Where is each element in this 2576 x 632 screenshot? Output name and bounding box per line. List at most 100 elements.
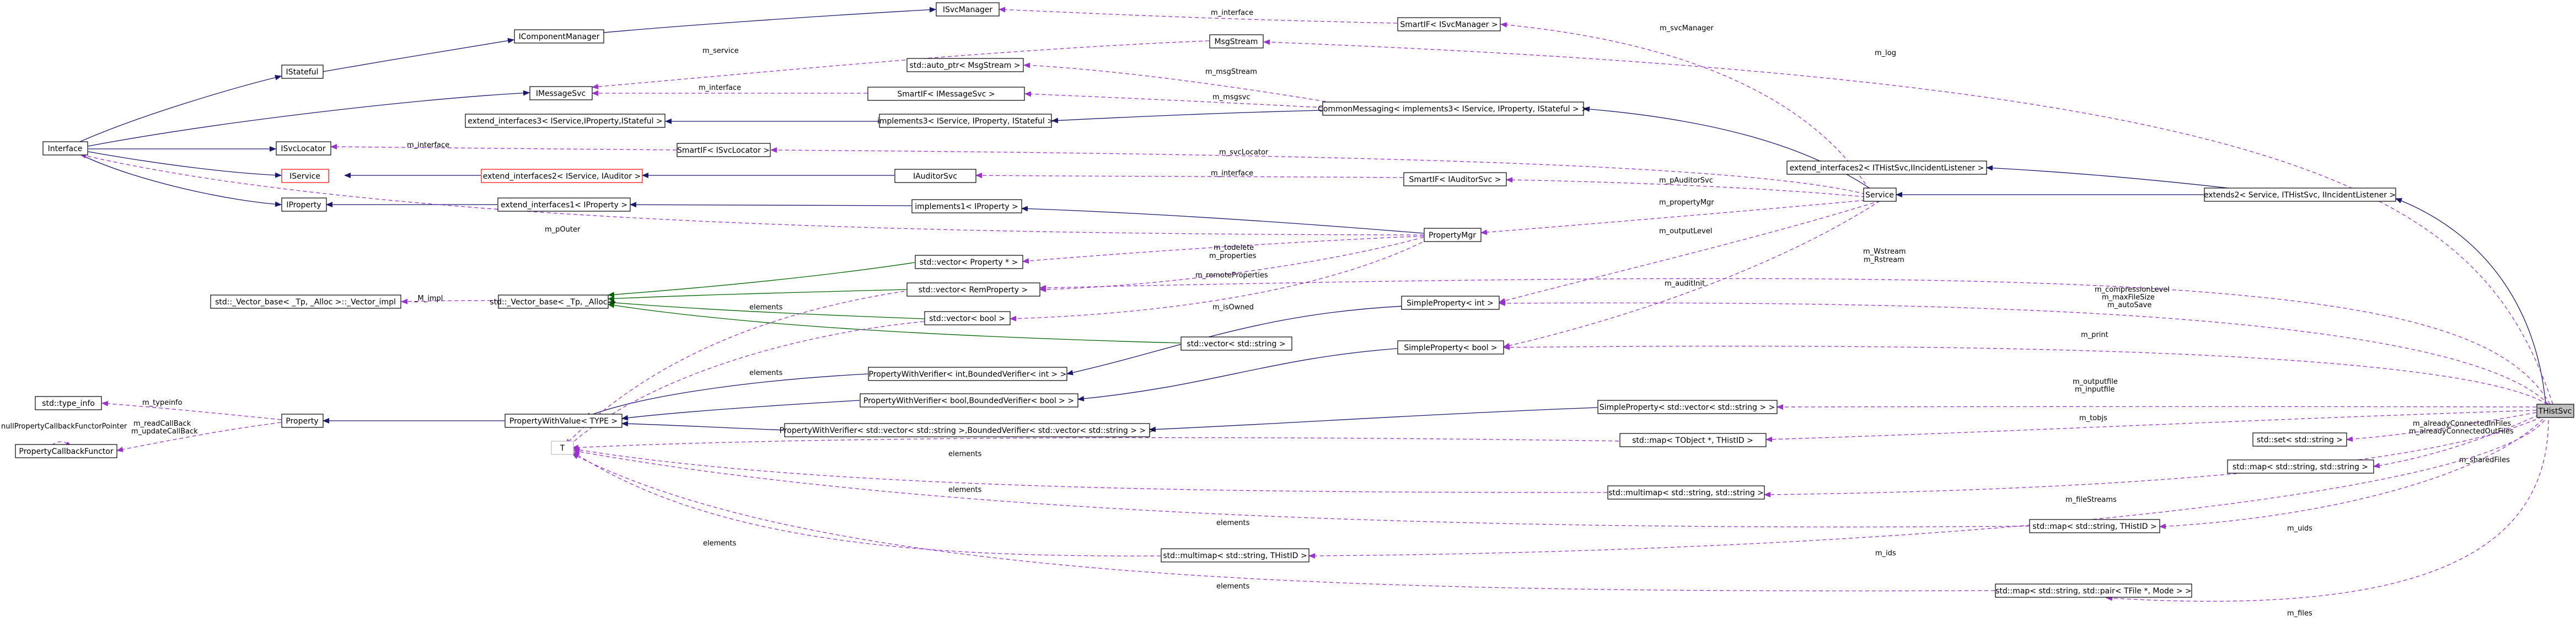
node-multimap-string-histid[interactable]: std::multimap< std::string, THistID > xyxy=(1161,548,1310,563)
label-m-typeinfo: m_typeinfo xyxy=(142,399,183,407)
svg-text:THistSvc: THistSvc xyxy=(2538,407,2572,416)
node-iservice[interactable]: IService xyxy=(281,169,329,183)
node-interface[interactable]: Interface xyxy=(42,141,88,156)
svg-text:SmartIF< ISvcManager >: SmartIF< ISvcManager > xyxy=(1400,20,1498,29)
svg-text:std::_Vector_base< _Tp, _Alloc: std::_Vector_base< _Tp, _Alloc >::_Vecto… xyxy=(215,298,396,307)
edge-icomponentmanager-isvcmanager xyxy=(562,7,936,37)
node-extends2[interactable]: extends2< Service, ITHistSvc, IIncidentL… xyxy=(2204,188,2396,202)
label-m-filestreams: m_fileStreams xyxy=(2065,496,2117,504)
edge-simpleint-pwvint xyxy=(1066,304,1434,376)
svg-text:SimpleProperty< int >: SimpleProperty< int > xyxy=(1407,299,1494,308)
node-propertycallbackfunctor[interactable]: PropertyCallbackFunctor xyxy=(15,444,117,458)
node-vector-bool[interactable]: std::vector< bool > xyxy=(924,311,1011,325)
edge-usage-m-pouter xyxy=(79,153,1424,235)
node-vector-base[interactable]: std::_Vector_base< _Tp, _Alloc > xyxy=(490,294,616,309)
svg-text:SmartIF< ISvcLocator >: SmartIF< ISvcLocator > xyxy=(677,146,770,155)
edge-usage-m-pauditorsvc xyxy=(1506,177,1872,198)
node-implements1-iproperty[interactable]: implements1< IProperty > xyxy=(911,199,1022,213)
node-extend-interfaces3[interactable]: extend_interfaces3< IService,IProperty,I… xyxy=(465,114,666,128)
svg-text:std::map< std::string, std::st: std::map< std::string, std::string > xyxy=(2232,463,2368,472)
node-simpleproperty-vecstring[interactable]: SimpleProperty< std::vector< std::string… xyxy=(1597,400,1778,414)
edge-istateful-icomponentmanager xyxy=(322,38,514,72)
edge-usage-m-svclocator xyxy=(770,147,1872,196)
edge-tmpl-vecproperty xyxy=(608,262,915,298)
node-simpleproperty-bool[interactable]: SimpleProperty< bool > xyxy=(1397,340,1504,355)
node-smartif-isvcmanager[interactable]: SmartIF< ISvcManager > xyxy=(1397,17,1501,31)
svg-text:std::auto_ptr< MsgStream >: std::auto_ptr< MsgStream > xyxy=(909,61,1020,70)
node-pwv-int[interactable]: PropertyWithVerifier< int,BoundedVerifie… xyxy=(868,367,1067,381)
node-pwv-vecstring[interactable]: PropertyWithVerifier< std::vector< std::… xyxy=(780,423,1155,437)
svg-text:IMessageSvc: IMessageSvc xyxy=(536,89,586,98)
node-iproperty[interactable]: IProperty xyxy=(281,197,327,212)
node-smartif-iauditorsvc[interactable]: SmartIF< IAuditorSvc > xyxy=(1403,172,1507,186)
label-m-interface-1: m_interface xyxy=(1211,9,1253,17)
node-icomponentmanager[interactable]: IComponentManager xyxy=(514,29,604,44)
edge-usage-m-auditinit xyxy=(1503,200,1881,349)
node-propertymgr[interactable]: PropertyMgr xyxy=(1424,228,1482,242)
label-m-files: m_files xyxy=(2287,609,2312,618)
label-m-auditinit: m_auditInit xyxy=(1665,280,1705,288)
edge-usage-m-outputlevel xyxy=(1499,200,1881,304)
node-isvcmanager[interactable]: ISvcManager xyxy=(936,2,1000,17)
label-elements-7: elements xyxy=(1216,582,1250,591)
label-m-todelete: m_todelete xyxy=(1214,244,1254,252)
node-vector-remproperty[interactable]: std::vector< RemProperty > xyxy=(906,282,1040,297)
node-map-tobject[interactable]: std::map< TObject *, THistID > xyxy=(1619,433,1767,447)
svg-text:PropertyWithVerifier< int,Boun: PropertyWithVerifier< int,BoundedVerifie… xyxy=(869,370,1067,379)
svg-text:IStateful: IStateful xyxy=(286,68,319,77)
node-T[interactable]: T xyxy=(551,441,574,455)
node-isvclocator[interactable]: ISvcLocator xyxy=(276,141,331,156)
label-m-inputfile: m_inputfile xyxy=(2075,385,2115,394)
node-smartif-imessagesvc[interactable]: SmartIF< IMessageSvc > xyxy=(867,87,1025,101)
label-m-outputlevel: m_outputLevel xyxy=(1659,227,1712,235)
node-istateful[interactable]: IStateful xyxy=(281,65,324,79)
node-imessagesvc[interactable]: IMessageSvc xyxy=(529,86,593,100)
svg-text:extend_interfaces2< ITHistSvc,: extend_interfaces2< ITHistSvc,IIncidentL… xyxy=(1790,164,1984,173)
svg-text:std::multimap< std::string, TH: std::multimap< std::string, THistID > xyxy=(1163,551,1307,560)
node-set-string[interactable]: std::set< std::string > xyxy=(2252,432,2347,447)
node-map-string-string[interactable]: std::map< std::string, std::string > xyxy=(2227,459,2374,474)
node-msgstream[interactable]: MsgStream xyxy=(1209,34,1264,49)
node-iauditorsvc[interactable]: IAuditorSvc xyxy=(894,169,976,183)
node-vector-property[interactable]: std::vector< Property * > xyxy=(915,255,1023,269)
node-implements3[interactable]: implements3< IService, IProperty, IState… xyxy=(877,114,1054,128)
edge-interface-iservice xyxy=(88,151,282,178)
node-auto-ptr-msgstream[interactable]: std::auto_ptr< MsgStream > xyxy=(906,58,1024,72)
edge-extends2-extendif2 xyxy=(1986,165,2234,189)
node-extend-interfaces2-incident[interactable]: extend_interfaces2< ITHistSvc,IIncidentL… xyxy=(1786,160,1987,175)
label-m-sharedfiles: m_sharedFiles xyxy=(2459,456,2510,464)
node-commonmessaging[interactable]: CommonMessaging< implements3< IService, … xyxy=(1318,101,1588,116)
edges xyxy=(50,7,2553,602)
node-multimap-string-string[interactable]: std::multimap< std::string, std::string … xyxy=(1607,485,1765,500)
node-extend-interfaces2-iauditor[interactable]: extend_interfaces2< IService, IAuditor > xyxy=(481,169,643,183)
node-simpleproperty-int[interactable]: SimpleProperty< int > xyxy=(1401,296,1500,310)
label-m-tobjs: m_tobjs xyxy=(2079,414,2107,422)
node-propertywithvalue[interactable]: PropertyWithValue< TYPE > xyxy=(505,414,622,428)
svg-text:std::multimap< std::string, st: std::multimap< std::string, std::string … xyxy=(1608,489,1764,497)
node-vector-base-impl[interactable]: std::_Vector_base< _Tp, _Alloc >::_Vecto… xyxy=(210,294,401,309)
edge-usage-elements-1 xyxy=(565,288,925,446)
label-nullpropertycallbackfunctorpointer: nullPropertyCallbackFunctorPointer xyxy=(1,422,127,431)
svg-text:std::vector< RemProperty >: std::vector< RemProperty > xyxy=(919,286,1028,294)
node-smartif-isvclocator[interactable]: SmartIF< ISvcLocator > xyxy=(677,143,771,157)
node-thistsvc[interactable]: THistSvc xyxy=(2536,404,2574,418)
label-m-isowned: m_isOwned xyxy=(1212,303,1254,312)
node-service[interactable]: Service xyxy=(1863,188,1897,202)
node-extend-interfaces1-iproperty[interactable]: extend_interfaces1< IProperty > xyxy=(497,197,631,212)
node-vector-string[interactable]: std::vector< std::string > xyxy=(1180,336,1292,351)
label-elements-4: elements xyxy=(948,486,982,494)
label-m-impl: _M_impl xyxy=(414,294,443,303)
node-property[interactable]: Property xyxy=(281,414,324,428)
edge-usage-m-outputfile xyxy=(1777,404,2537,410)
node-map-string-histid[interactable]: std::map< std::string, THistID > xyxy=(2029,519,2160,533)
label-m-alreadyconnectedinfiles: m_alreadyConnectedInFiles xyxy=(2413,420,2511,428)
node-pwv-bool[interactable]: PropertyWithVerifier< bool,BoundedVerifi… xyxy=(860,393,1078,408)
svg-text:Service: Service xyxy=(1865,191,1894,200)
label-elements-1: elements xyxy=(749,303,783,312)
svg-text:extend_interfaces2< IService,: extend_interfaces2< IService, IAuditor > xyxy=(483,172,641,181)
edge-commonmessaging-implements3 xyxy=(1051,110,1323,124)
node-std-type-info[interactable]: std::type_info xyxy=(35,396,102,410)
edge-simplebool-pwvbool xyxy=(1077,348,1398,401)
node-map-string-pair[interactable]: std::map< std::string, std::pair< TFile … xyxy=(1995,583,2192,598)
